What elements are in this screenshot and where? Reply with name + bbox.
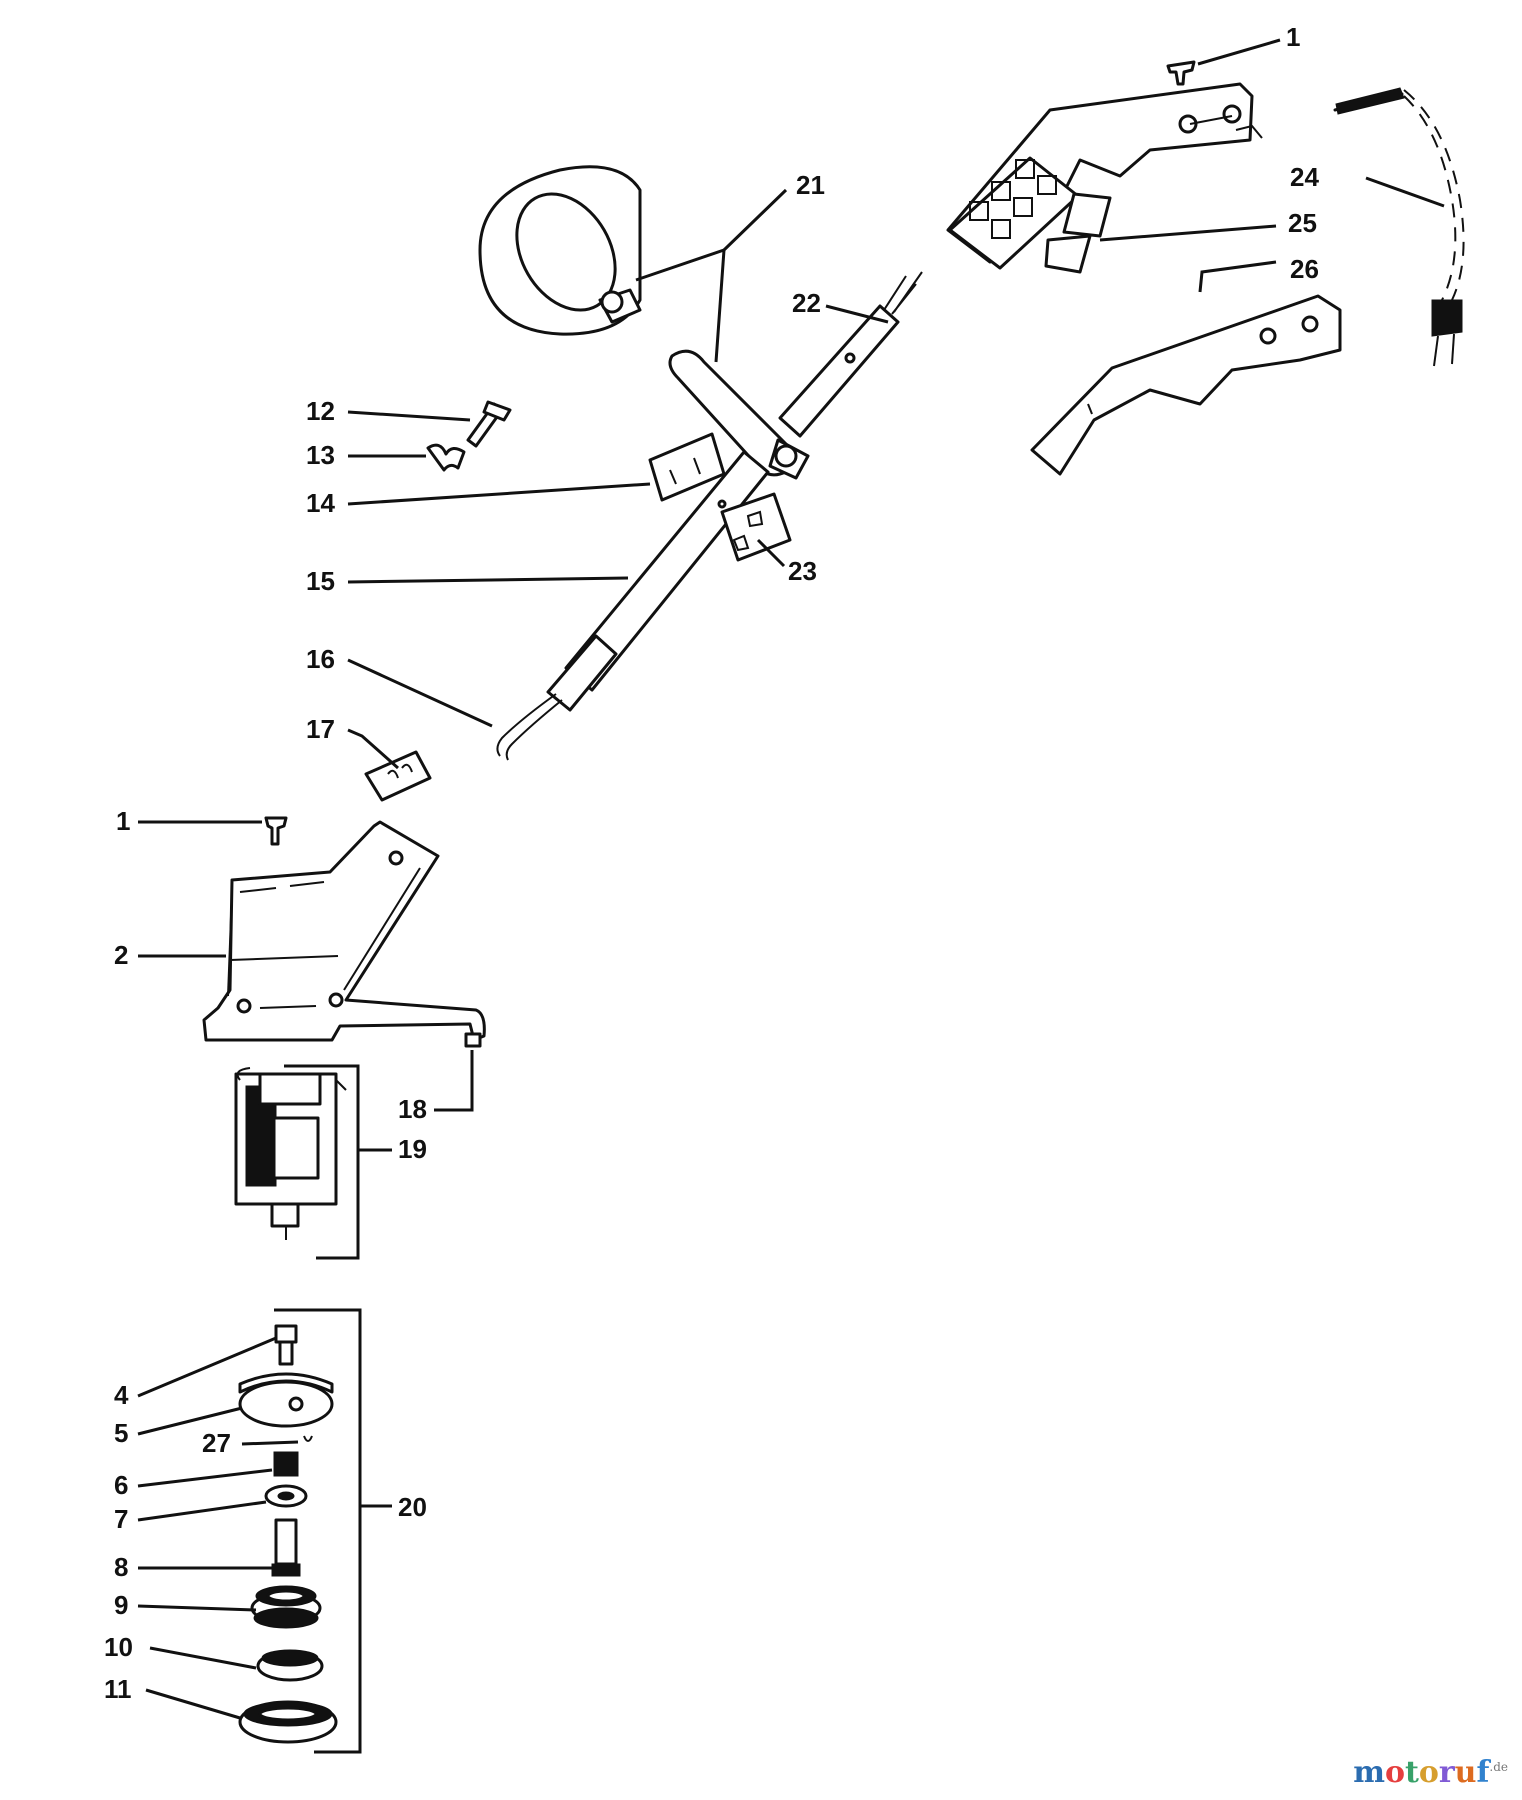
label-22: 22: [792, 288, 821, 318]
label-6: 6: [114, 1470, 128, 1500]
label-4: 4: [114, 1380, 129, 1410]
label-9: 9: [114, 1590, 128, 1620]
label-18: 18: [398, 1094, 427, 1124]
label-20: 20: [398, 1492, 427, 1522]
label-14: 14: [306, 488, 335, 518]
part-24-power-cord: [1333, 87, 1465, 367]
label-11: 11: [104, 1674, 132, 1704]
label-27: 27: [202, 1428, 231, 1458]
leader-18: [434, 1050, 474, 1112]
label-16: 16: [306, 644, 335, 674]
part-17-clip-plate: [364, 750, 432, 802]
part-1-lower-screw: [264, 816, 288, 846]
watermark-letter-o1: o: [1384, 1755, 1405, 1790]
leader-22: [825, 304, 889, 324]
part-10-hub: [256, 1649, 324, 1682]
part-2-motor-housing: [202, 820, 486, 1048]
leader-5: [137, 1406, 243, 1436]
part-26-handle-half: [1030, 294, 1342, 476]
part-13-wing-nut: [426, 443, 466, 472]
label-21: 21: [796, 170, 825, 200]
leader-17: [347, 728, 399, 770]
label-13: 13: [306, 440, 335, 470]
watermark-suffix: .de: [1489, 1760, 1508, 1774]
label-24: 24: [1290, 162, 1319, 192]
leader-21b: [722, 188, 788, 252]
watermark-letter-f: f: [1476, 1755, 1490, 1790]
leader-10: [149, 1646, 257, 1670]
part-4-bolt: [274, 1324, 298, 1366]
leader-16: [347, 658, 493, 728]
leader-23: [756, 538, 786, 568]
label-12: 12: [306, 396, 335, 426]
part-6-nut: [273, 1451, 299, 1477]
label-17: 17: [306, 714, 335, 744]
part-16-wires: [496, 693, 563, 761]
leader-27: [241, 1440, 299, 1446]
part-19-motor: [234, 1067, 347, 1240]
label-25: 25: [1288, 208, 1317, 238]
part-5-cover-disk: [238, 1372, 334, 1428]
label-5: 5: [114, 1418, 128, 1448]
part-1-top-screw: [1166, 60, 1196, 86]
part-22-upper-tube: [778, 271, 923, 438]
part-15-main-shaft: [546, 450, 770, 712]
part-12-bolt: [466, 400, 512, 448]
watermark-logo: motoruf.de: [1353, 1755, 1508, 1790]
watermark-letter-u: u: [1454, 1755, 1477, 1790]
leader-21: [635, 247, 726, 363]
watermark-letter-m: m: [1353, 1755, 1385, 1790]
label-10: 10: [104, 1632, 133, 1662]
leader-7: [137, 1500, 267, 1522]
leader-25: [1099, 224, 1277, 242]
label-15: 15: [306, 566, 335, 596]
label-8: 8: [114, 1552, 128, 1582]
leader-12: [347, 410, 471, 422]
part-27-small-ring: [303, 1435, 313, 1442]
part-25-switch: [1044, 192, 1112, 274]
part-14-plate: [648, 432, 726, 502]
leader-14: [347, 482, 651, 506]
part-7-washer: [264, 1484, 308, 1508]
bracket-19: [284, 1064, 360, 1260]
leader-9: [137, 1604, 257, 1612]
label-1-top: 1: [1286, 22, 1300, 52]
part-21-loop-handle: [478, 165, 642, 336]
part-8-spindle: [271, 1518, 301, 1577]
part-shaft-grip: [668, 349, 810, 480]
leader-6: [137, 1468, 273, 1488]
label-19: 19: [398, 1134, 427, 1164]
watermark-letter-t: t: [1404, 1755, 1419, 1790]
part-9-spool: [250, 1585, 322, 1629]
leader-15: [347, 576, 629, 584]
leader-4: [137, 1336, 277, 1398]
watermark-letter-r: r: [1438, 1755, 1455, 1790]
bracket-20: [274, 1308, 362, 1754]
label-2: 2: [114, 940, 128, 970]
label-26: 26: [1290, 254, 1319, 284]
label-1-lower: 1: [116, 806, 130, 836]
label-7: 7: [114, 1504, 128, 1534]
part-23-clip: [720, 492, 792, 562]
part-11-spool-housing: [238, 1700, 338, 1744]
part-upper-handle: [946, 82, 1263, 270]
watermark-letter-o2: o: [1418, 1755, 1439, 1790]
leader-26: [1198, 260, 1277, 293]
leader-24: [1365, 176, 1445, 208]
leader-1-top: [1197, 38, 1281, 66]
label-23: 23: [788, 556, 817, 586]
leader-11: [145, 1688, 241, 1720]
